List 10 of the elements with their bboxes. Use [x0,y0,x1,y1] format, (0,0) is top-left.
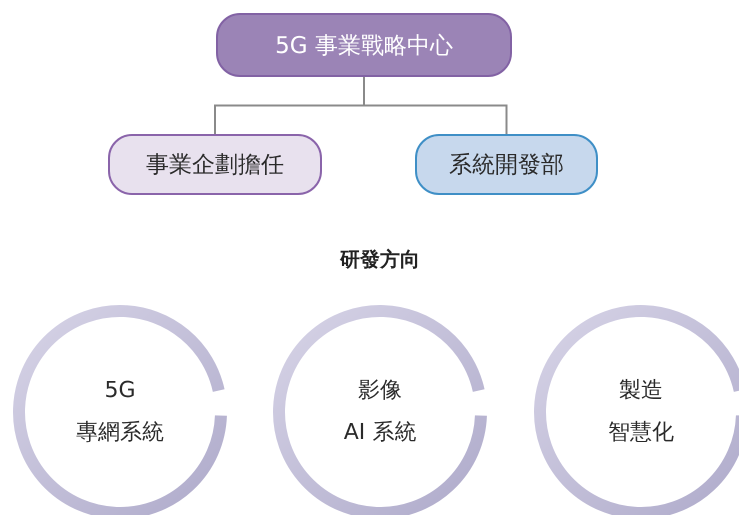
circle-label: 製造 [619,377,663,405]
circle-label: 專網系統 [76,419,164,447]
department-box: 事業企劃擔任 [108,134,322,195]
circle-label: 智慧化 [608,419,674,447]
circle-label: 影像 [358,377,402,405]
department-box: 系統開發部 [415,134,598,195]
department-box: 5G 事業戰略中心 [216,13,512,77]
section-heading: 研發方向 [338,246,421,273]
circle-label: AI 系統 [344,419,416,447]
circle-label: 5G [104,377,136,405]
